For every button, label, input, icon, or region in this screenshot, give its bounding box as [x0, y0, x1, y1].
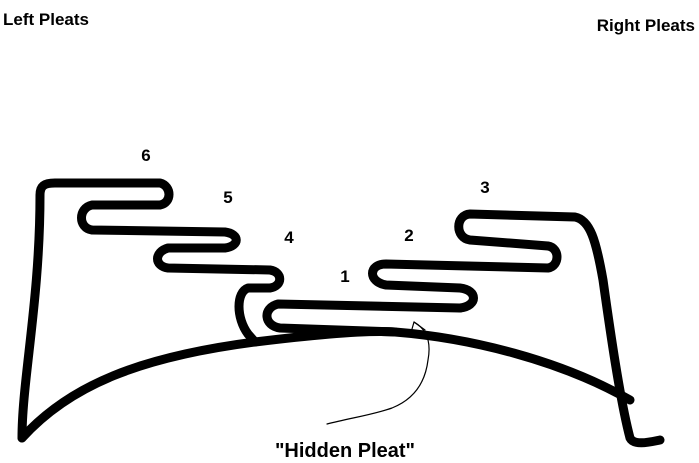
left-pleats-outline [17, 178, 285, 443]
pleat-number-1: 1 [340, 267, 349, 286]
pleat-number-3: 3 [480, 178, 489, 197]
pleat-number-2: 2 [404, 226, 413, 245]
base-dome-outline [17, 326, 635, 443]
hidden-pleat-label: "Hidden Pleat" [275, 440, 415, 462]
right-pleats-heading: Right Pleats [597, 16, 695, 35]
callout-arrow-line [326, 321, 430, 425]
left-pleats-heading: Left Pleats [3, 10, 89, 29]
pleat-number-5: 5 [223, 188, 232, 207]
pleat-number-4: 4 [284, 228, 294, 247]
pleat-number-6: 6 [141, 146, 150, 165]
callout-arrowhead [409, 321, 426, 337]
hidden-pleat-fold [262, 299, 465, 337]
right-pleats-outline [368, 209, 665, 448]
